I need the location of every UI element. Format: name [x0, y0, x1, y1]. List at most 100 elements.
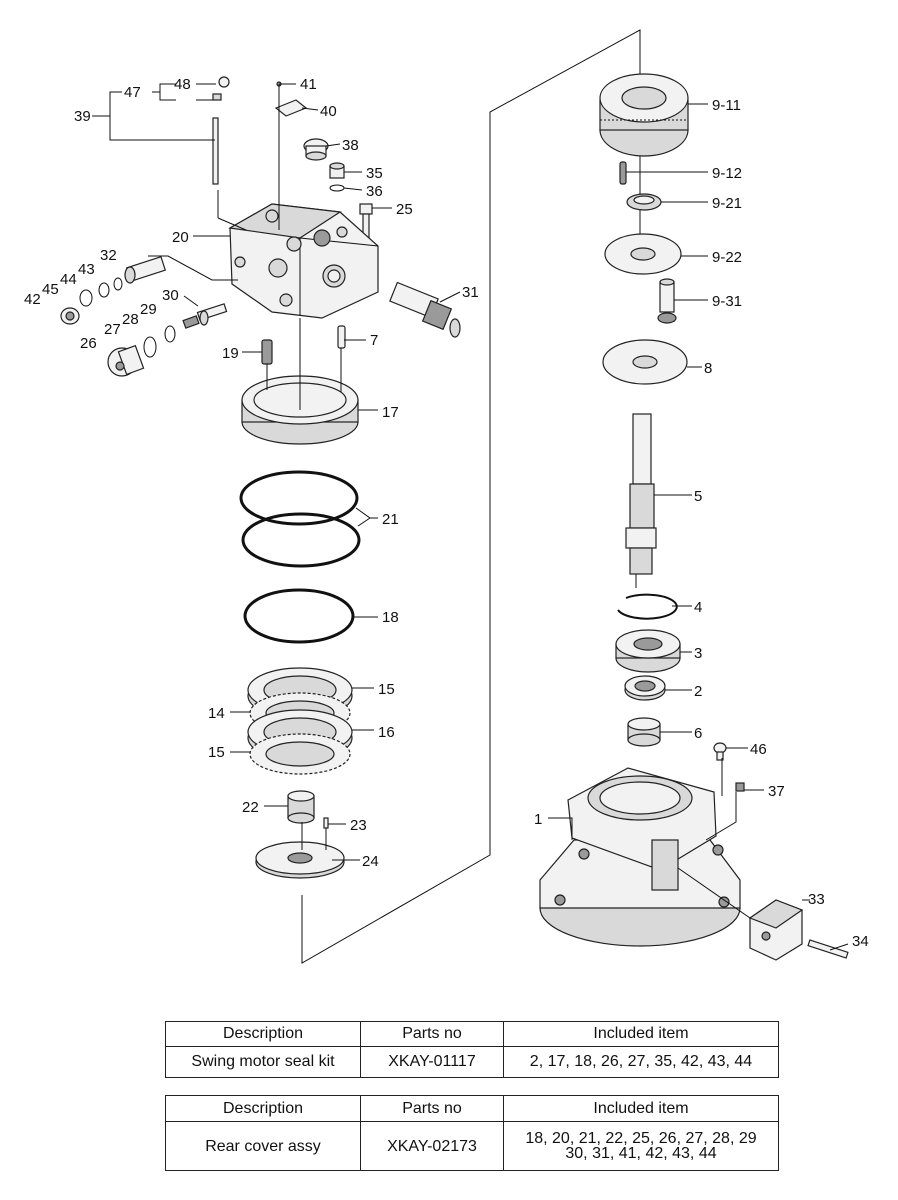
- label-14-bottom: 15: [208, 744, 225, 761]
- part-4-snap-ring: [617, 593, 678, 620]
- part-18-ring-top: [239, 470, 359, 526]
- label-9-21: 9-21: [712, 195, 742, 212]
- part-39-plate: [274, 99, 308, 117]
- label-19: 19: [222, 345, 239, 362]
- label-22: 23: [350, 817, 367, 834]
- label-44: 45: [42, 281, 59, 298]
- label-16: 17: [382, 404, 399, 421]
- part-41-plug: [60, 307, 80, 325]
- label-14-top: 14: [208, 705, 225, 722]
- assembly-divider-line: [301, 29, 641, 964]
- part-31-plug: [124, 256, 167, 284]
- part-47-48: [212, 76, 230, 101]
- part-14-plate-bottom: [249, 733, 351, 775]
- label-24: 25: [396, 201, 413, 218]
- label-36: 37: [768, 783, 785, 800]
- part-27-oring: [164, 325, 176, 343]
- label-21: 22: [242, 799, 259, 816]
- included-line-1: 18, 20, 21, 22, 25, 26, 27, 28, 29: [525, 1130, 757, 1147]
- part-28-spring: [182, 315, 200, 329]
- part-37-cap: [303, 138, 329, 161]
- label-37: 38: [342, 137, 359, 154]
- part-23-valve-plate: [255, 841, 345, 879]
- row-included-item: 18, 20, 21, 22, 25, 26, 27, 28, 29 30, 3…: [503, 1121, 779, 1171]
- label-6: 6: [694, 725, 702, 742]
- label-9-31: 9-31: [712, 293, 742, 310]
- label-32: 33: [808, 891, 825, 908]
- label-23: 24: [362, 853, 379, 870]
- part-2-oil-seal: [624, 675, 666, 701]
- label-27: 28: [122, 311, 139, 328]
- label-40: 41: [300, 76, 317, 93]
- part-9-12-spring: [619, 161, 627, 185]
- header-included-item: Included item: [503, 1095, 779, 1122]
- part-35-oring: [329, 184, 345, 192]
- label-20: 20: [172, 229, 189, 246]
- part-43-oring: [98, 282, 110, 298]
- label-29: 30: [162, 287, 179, 304]
- label-17: 18: [382, 609, 399, 626]
- label-18: 21: [382, 511, 399, 528]
- label-9-11: 9-11: [712, 97, 741, 114]
- label-4: 4: [694, 599, 702, 616]
- part-18-ring-bottom: [241, 512, 361, 568]
- part-25-cap: [107, 344, 145, 377]
- label-31: 32: [100, 247, 117, 264]
- table-header-row: Description Parts no Included item: [165, 1095, 779, 1122]
- part-42-oring: [113, 277, 123, 291]
- part-30-relief-valve: [389, 281, 461, 338]
- part-5-drive-shaft: [625, 413, 657, 575]
- rear-cover-table: Description Parts no Included item Rear …: [165, 1095, 779, 1171]
- part-20-valve-block: [228, 203, 379, 319]
- label-30: 31: [462, 284, 479, 301]
- label-25: 26: [80, 335, 97, 352]
- header-parts-no: Parts no: [360, 1021, 504, 1047]
- label-9-12: 9-12: [712, 165, 742, 182]
- label-33: 34: [852, 933, 869, 950]
- part-9-11-cylinder-block: [599, 73, 689, 157]
- header-parts-no: Parts no: [360, 1095, 504, 1122]
- part-3-bearing: [615, 629, 681, 673]
- label-3: 3: [694, 645, 702, 662]
- label-28: 29: [140, 301, 157, 318]
- part-26-oring: [143, 336, 157, 358]
- label-35: 36: [366, 183, 383, 200]
- label-45: 46: [750, 741, 767, 758]
- table-row: Rear cover assy XKAY-02173 18, 20, 21, 2…: [165, 1121, 779, 1171]
- part-9-21-ball-guide: [626, 193, 662, 211]
- label-1: 1: [534, 811, 542, 828]
- label-8: 8: [704, 360, 712, 377]
- label-42: 43: [78, 261, 95, 278]
- leader-lines: [92, 83, 849, 951]
- label-43: 44: [60, 271, 77, 288]
- seal-kit-table: Description Parts no Included item Swing…: [165, 1021, 779, 1078]
- part-7-pin: [337, 325, 346, 349]
- label-47: 48: [174, 76, 191, 93]
- row-included-item: 2, 17, 18, 26, 27, 35, 42, 43, 44: [503, 1046, 779, 1078]
- header-description: Description: [165, 1021, 361, 1047]
- part-45-plug: [713, 742, 727, 761]
- table-header-row: Description Parts no Included item: [165, 1021, 779, 1047]
- part-8-shoe-plate: [602, 339, 688, 385]
- label-46: 47: [124, 84, 141, 101]
- part-9-22-set-plate: [604, 233, 682, 275]
- label-39: 40: [320, 103, 337, 120]
- part-17-ring: [243, 588, 355, 644]
- part-36-plug: [735, 782, 745, 792]
- row-parts-no: XKAY-02173: [360, 1121, 504, 1171]
- included-line-2: 30, 31, 41, 42, 43, 44: [565, 1145, 717, 1162]
- label-9-22: 9-22: [712, 249, 742, 266]
- part-44-oring: [79, 289, 93, 307]
- part-29-pin: [196, 303, 228, 326]
- part-33-bolt: [807, 939, 849, 959]
- part-22-pin: [323, 817, 329, 829]
- part-9-31-piston: [657, 278, 677, 324]
- label-15-bottom: 16: [378, 724, 395, 741]
- part-21-bearing: [287, 790, 315, 824]
- part-1-casing: [539, 767, 741, 947]
- part-19-spring: [261, 339, 273, 365]
- row-description: Swing motor seal kit: [165, 1046, 361, 1078]
- part-32-block: [748, 899, 804, 961]
- label-15-top: 15: [378, 681, 395, 698]
- label-38: 39: [74, 108, 91, 125]
